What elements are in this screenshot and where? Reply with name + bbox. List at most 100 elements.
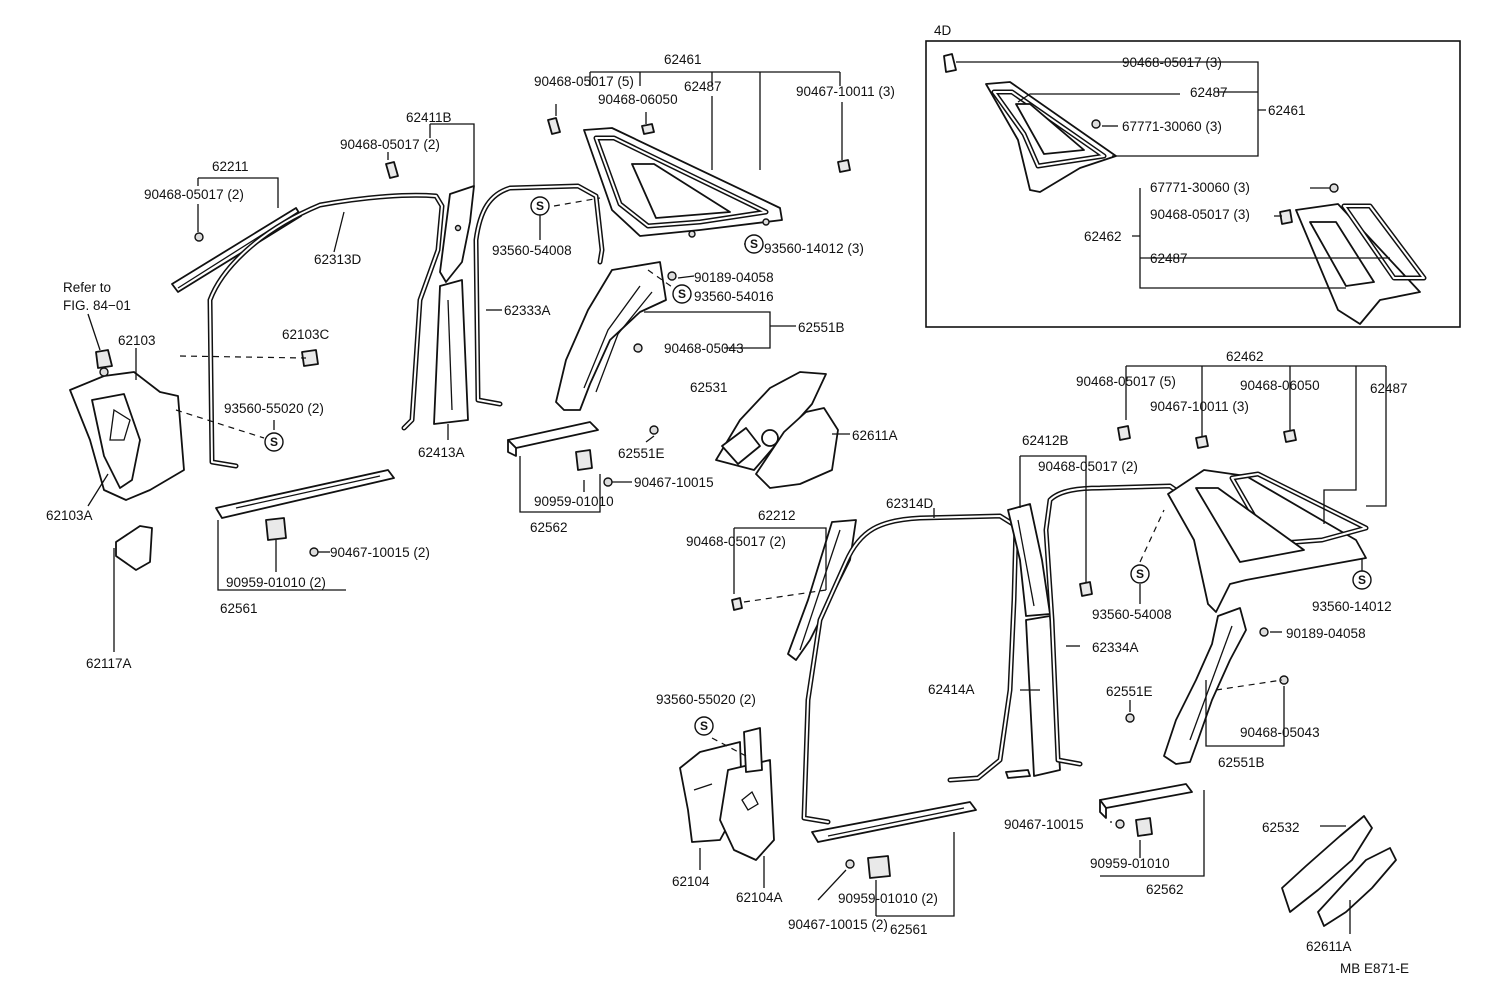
label-62611A: 62611A [852,428,898,443]
kick-panel-62104A [719,727,775,861]
inset-label-62461: 62461 [1268,103,1306,118]
label-62212: 62212 [758,508,796,523]
drawing-code: MB E871-E [1340,961,1409,976]
label-90468-05043: 90468-05043 [664,341,744,356]
screw-symbol-93560-55020-a: S [264,432,284,452]
svg-text:S: S [270,435,278,449]
wheelhouse-62532-62611A [1281,815,1397,927]
inset-quarter-window-62462 [1279,183,1427,325]
svg-text:S: S [678,287,686,301]
svg-text:S: S [750,237,758,251]
label-93560-54016: 93560-54016 [694,289,774,304]
label-62532: 62532 [1262,820,1300,835]
wheelhouse-62531-62611A [715,371,839,489]
label-90467-10011-3: 90467-10011 (3) [796,84,895,99]
svg-text:S: S [536,199,544,213]
inset-4d-frame [925,40,1461,328]
quarter-window-assy-62461 [547,117,851,238]
scuff-plate-62562-rear [1099,783,1193,837]
cover-62117A [115,525,153,571]
label-90468-06050-b: 90468-06050 [1240,378,1320,393]
svg-text:S: S [1358,573,1366,587]
inset-label-67771-30060-b: 67771-30060 (3) [1150,180,1250,195]
label-90468-05017-2-d: 90468-05017 (2) [686,534,786,549]
inset-label-62487-b: 62487 [1150,251,1188,266]
inset-label-90468-05017-3-b: 90468-05017 (3) [1150,207,1250,222]
label-90189-04058: 90189-04058 [694,270,774,285]
label-62413A: 62413A [418,445,465,460]
label-90468-05017-5-b: 90468-05017 (5) [1076,374,1176,389]
label-90189-04058-b: 90189-04058 [1286,626,1366,641]
cowl-side-trim-62103 [69,349,185,501]
inset-title: 4D [934,23,952,38]
label-62117A: 62117A [86,656,132,671]
label-62551B: 62551B [798,320,845,335]
label-90468-06050: 90468-06050 [598,92,678,107]
label-93560-55020-2: 93560-55020 (2) [224,401,324,416]
label-62334A: 62334A [1092,640,1139,655]
label-62412B: 62412B [1022,433,1069,448]
pillar-garnish-62411B [385,161,475,283]
label-62211: 62211 [212,159,249,174]
screw-symbol-93560-14012: S [1352,570,1372,590]
label-90959-01010-2-b: 90959-01010 (2) [838,891,938,906]
svg-text:S: S [1136,567,1144,581]
quarter-window-assy-62462 [1079,425,1369,613]
label-62611A-b: 62611A [1306,939,1352,954]
label-62414A: 62414A [928,682,975,697]
label-62562-b: 62562 [1146,882,1184,897]
quarter-trim-62551B-rear [1125,607,1289,765]
scuff-plate-62561-rear [811,801,977,879]
label-90467-10015-b: 90467-10015 [1004,817,1084,832]
label-93560-55020-2-b: 93560-55020 (2) [656,692,756,707]
screw-symbol-93560-54008: S [530,196,550,216]
inset-label-62462: 62462 [1084,229,1122,244]
label-62104: 62104 [672,874,710,889]
label-93560-14012-3: 93560-14012 (3) [764,241,864,256]
pillar-garnish-62413A [433,279,469,425]
inset-label-90468-05017-3: 90468-05017 (3) [1122,55,1222,70]
label-62103A: 62103A [46,508,93,523]
weatherstrip-62313D [207,192,445,469]
label-62551B-b: 62551B [1218,755,1265,770]
label-refer-fig: FIG. 84−01 [63,298,131,313]
label-90959-01010-b: 90959-01010 [1090,856,1170,871]
label-90467-10011-3-b: 90467-10011 (3) [1150,399,1249,414]
label-90468-05043-b: 90468-05043 [1240,725,1320,740]
quarter-trim-62551B [555,261,677,435]
label-refer-to: Refer to [63,280,111,295]
label-62551E-b: 62551E [1106,684,1153,699]
label-62562: 62562 [530,520,568,535]
weatherstrip-62334A [1043,483,1213,767]
label-93560-14012: 93560-14012 [1312,599,1392,614]
label-62461: 62461 [664,52,702,67]
label-62314D: 62314D [886,496,934,511]
label-93560-54008-b: 93560-54008 [1092,607,1172,622]
label-90468-05017-2-c: 90468-05017 (2) [1038,459,1138,474]
label-62487-b: 62487 [1370,381,1408,396]
label-90468-05017-2-a: 90468-05017 (2) [340,137,440,152]
label-62551E: 62551E [618,446,665,461]
label-62561: 62561 [220,601,258,616]
clip-62103C [301,349,319,367]
label-90468-05017-5: 90468-05017 (5) [534,74,634,89]
label-62313D: 62313D [314,252,362,267]
inset-label-67771-30060-a: 67771-30060 (3) [1122,119,1222,134]
screw-symbol-93560-54016: S [672,284,692,304]
label-62561-b: 62561 [890,922,928,937]
weatherstrip-62314D [801,513,1019,825]
scuff-plate-62562 [507,421,613,487]
label-62104A: 62104A [736,890,783,905]
label-62487: 62487 [684,79,722,94]
label-90959-01010-2: 90959-01010 (2) [226,575,326,590]
label-62462: 62462 [1226,349,1264,364]
label-62531: 62531 [690,380,728,395]
front-pillar-garnish-62211 [171,207,302,293]
label-90959-01010: 90959-01010 [534,494,614,509]
screw-symbol-93560-54008-b: S [1130,564,1150,584]
inset-label-62487-a: 62487 [1190,85,1228,100]
inset-quarter-window-62461 [943,53,1117,193]
label-62333A: 62333A [504,303,551,318]
label-90467-10015-2: 90467-10015 (2) [330,545,430,560]
